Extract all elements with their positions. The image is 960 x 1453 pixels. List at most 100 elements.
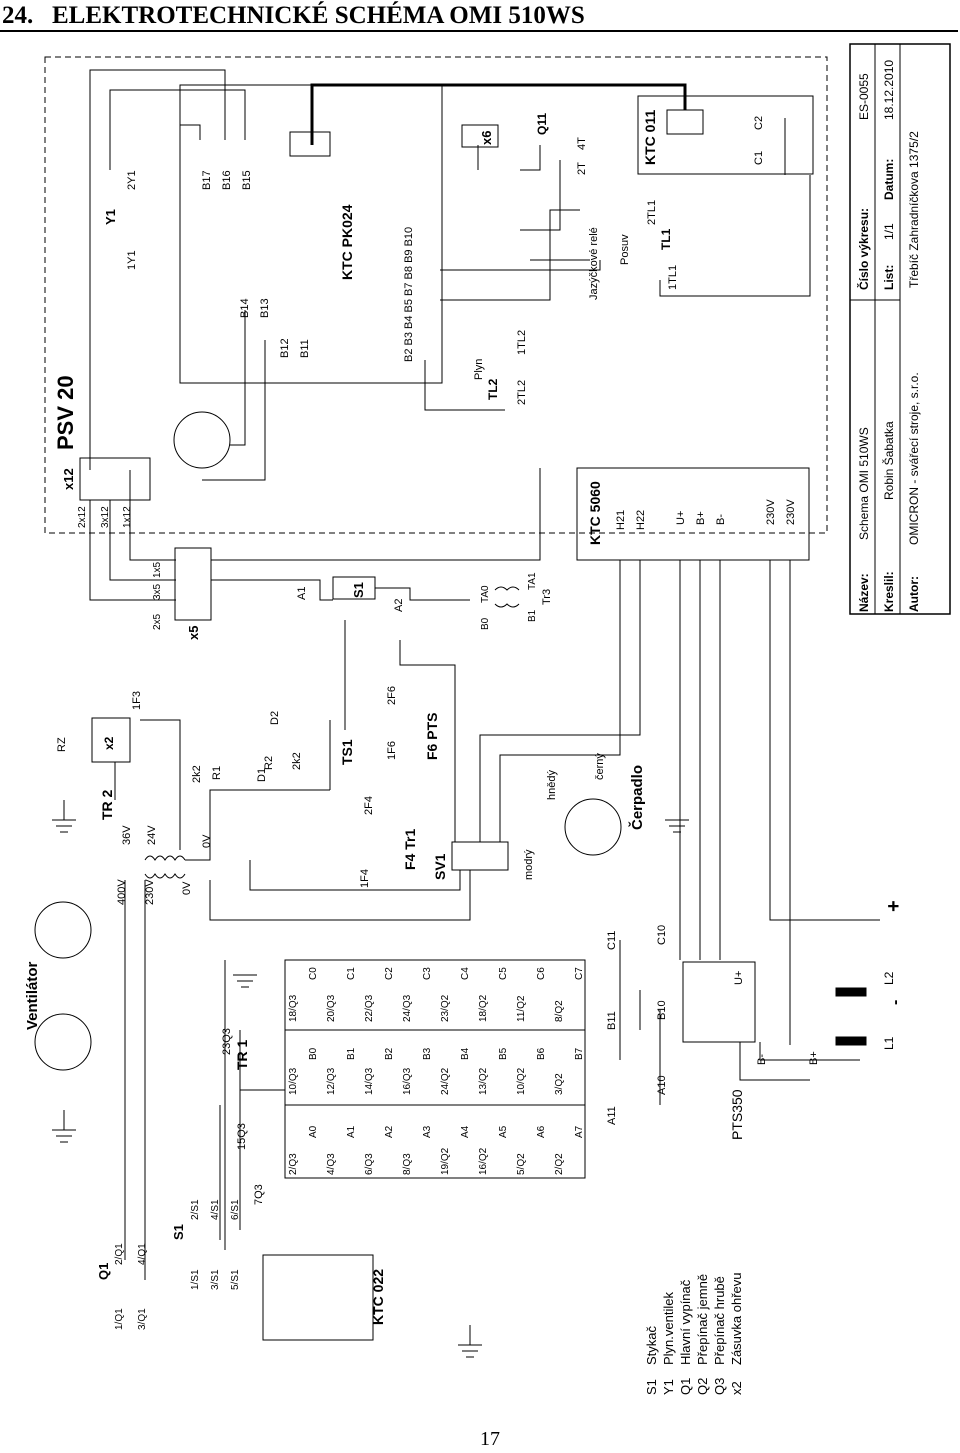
- x5-pin-1: 1x5: [152, 561, 163, 578]
- f6-label: F6 PTS: [424, 713, 440, 760]
- matrix-output-label: A5: [498, 1125, 509, 1138]
- b-top-b15: B15: [241, 170, 253, 190]
- y1-pin-2: 2Y1: [126, 170, 138, 190]
- matrix-output-label: A1: [346, 1125, 357, 1138]
- sv1-label: SV1: [432, 853, 448, 880]
- matrix-output-label: C4: [460, 967, 471, 980]
- x12-pin-1: 1x12: [122, 506, 133, 528]
- matrix-output-label: A7: [574, 1125, 585, 1138]
- tr1-matrix-labels: 18/Q3C020/Q3C122/Q3C224/Q3C323/Q2C418/Q2…: [288, 967, 585, 1175]
- matrix-switch-label: 23/Q2: [440, 994, 451, 1022]
- ktc011-label: KTC 011: [642, 110, 658, 165]
- tb-address: Třebíč Zahradníčkova 1375/2: [907, 131, 921, 288]
- matrix-output-label: B7: [574, 1047, 585, 1060]
- x2-label: x2: [102, 736, 116, 750]
- matrix-switch-label: 20/Q3: [326, 994, 337, 1022]
- tl2-pin-1: 1TL2: [516, 330, 528, 355]
- pump-wire-brown: hnědý: [546, 770, 558, 800]
- document-title: 24. ELEKTROTECHNICKÉ SCHÉMA OMI 510WS: [2, 2, 585, 30]
- q1-pin-1: 1/Q1: [114, 1308, 125, 1330]
- out-minus: -: [887, 1000, 904, 1005]
- psv-motor: [173, 411, 231, 469]
- r2-value: 2k2: [291, 752, 303, 770]
- r1-label: R1: [211, 766, 223, 780]
- tr1-matrix: [284, 959, 586, 1179]
- plyn-label: Plyn: [473, 359, 485, 380]
- q1-pin-4: 4/Q1: [137, 1243, 148, 1265]
- c2-label: C2: [753, 116, 765, 130]
- legend-code: x2: [729, 1381, 744, 1395]
- s1-pole-5: 5/S1: [230, 1269, 241, 1290]
- matrix-output-label: C1: [346, 967, 357, 980]
- legend-desc: Hlavní vypínač: [678, 1279, 693, 1365]
- matrix-switch-label: 2/Q3: [288, 1153, 299, 1175]
- pts350-label: PTS350: [729, 1089, 745, 1140]
- section-number: 24.: [2, 2, 34, 29]
- tr3-name: Tr3: [541, 589, 553, 605]
- tb-drawn-value: Robin Šabatka: [881, 421, 896, 500]
- tl1-pin-1: 1TL1: [667, 265, 679, 290]
- tb-author-value: OMICRON - svářecí stroje, s.r.o.: [907, 372, 921, 545]
- ventilator-label: Ventilátor: [24, 961, 41, 1030]
- matrix-switch-label: 14/Q3: [364, 1067, 375, 1095]
- s1-pin-a1: A1: [296, 587, 308, 600]
- y1-pin-1: 1Y1: [126, 250, 138, 270]
- r2-label: R2: [263, 756, 275, 770]
- x6-label: x6: [479, 131, 494, 145]
- q1-pin-2: 2/Q1: [114, 1243, 125, 1265]
- legend-desc: Plyn.ventilek: [661, 1292, 676, 1365]
- matrix-switch-label: 12/Q3: [326, 1067, 337, 1095]
- tr3-b1: B1: [527, 609, 538, 622]
- x12-block: [79, 457, 151, 501]
- x5-label: x5: [186, 626, 201, 640]
- matrix-output-label: C3: [422, 967, 433, 980]
- tb-date-label: Datum:: [882, 159, 896, 200]
- matrix-output-label: A4: [460, 1125, 471, 1138]
- matrix-switch-label: 11/Q2: [516, 995, 527, 1022]
- s1-pole-4: 4/S1: [210, 1199, 221, 1220]
- pts-bp: B+: [808, 1051, 820, 1065]
- b-top-b16: B16: [221, 170, 233, 190]
- matrix-output-label: C2: [384, 967, 395, 980]
- pump-wire-black: černý: [594, 753, 606, 780]
- ktc022-box: [262, 1254, 374, 1341]
- matrix-switch-label: 8/Q3: [402, 1153, 413, 1175]
- s1-pole-6: 6/S1: [230, 1199, 241, 1220]
- page-number: 17: [480, 1428, 500, 1450]
- x12-pin-2: 2x12: [77, 506, 88, 528]
- tr3-ta0: TA0: [480, 585, 491, 603]
- tb-drawing-value: ES-0055: [857, 73, 871, 120]
- legend-code: Q3: [712, 1378, 727, 1395]
- q1-pin-3: 3/Q1: [137, 1308, 148, 1330]
- tr1-label: TR 1: [234, 1039, 250, 1070]
- tr1-tap-23: 23Q3: [221, 1028, 233, 1055]
- matrix-output-label: C7: [574, 967, 585, 980]
- pts-c11: C11: [606, 931, 618, 950]
- tb-name-value: Schema OMI 510WS: [857, 427, 871, 540]
- q11-pins: 2T: [576, 162, 588, 175]
- matrix-switch-label: 10/Q3: [288, 1067, 299, 1095]
- b-left-b12: B12: [279, 338, 291, 358]
- ktc5060-bp: B+: [695, 511, 707, 525]
- legend-code: Q2: [695, 1378, 710, 1395]
- tb-date-value: 18.12.2010: [882, 60, 896, 120]
- relay-label: Jazýčkové relé: [588, 227, 600, 300]
- matrix-switch-label: 5/Q2: [516, 1153, 527, 1175]
- tr2-tap-400: 400V: [116, 879, 128, 905]
- pts-a11: A11: [606, 1106, 618, 1125]
- document-header: 24. ELEKTROTECHNICKÉ SCHÉMA OMI 510WS: [0, 0, 960, 34]
- c1-label: C1: [753, 151, 765, 165]
- pts-b11: B11: [606, 1011, 618, 1030]
- matrix-switch-label: 18/Q2: [478, 994, 489, 1022]
- matrix-switch-label: 3/Q2: [554, 1073, 565, 1095]
- legend-desc: Přepínač hrubě: [712, 1276, 727, 1365]
- b-left-b13: B13: [259, 298, 271, 318]
- matrix-switch-label: 2/Q2: [554, 1153, 565, 1175]
- ground-symbol: [52, 800, 76, 833]
- tr3-ta1: TA1: [527, 572, 538, 590]
- matrix-switch-label: 10/Q2: [516, 1067, 527, 1095]
- pts350-box: [682, 961, 756, 1043]
- x5-pin-2: 2x5: [152, 613, 163, 630]
- f3-label: 1F3: [131, 691, 143, 710]
